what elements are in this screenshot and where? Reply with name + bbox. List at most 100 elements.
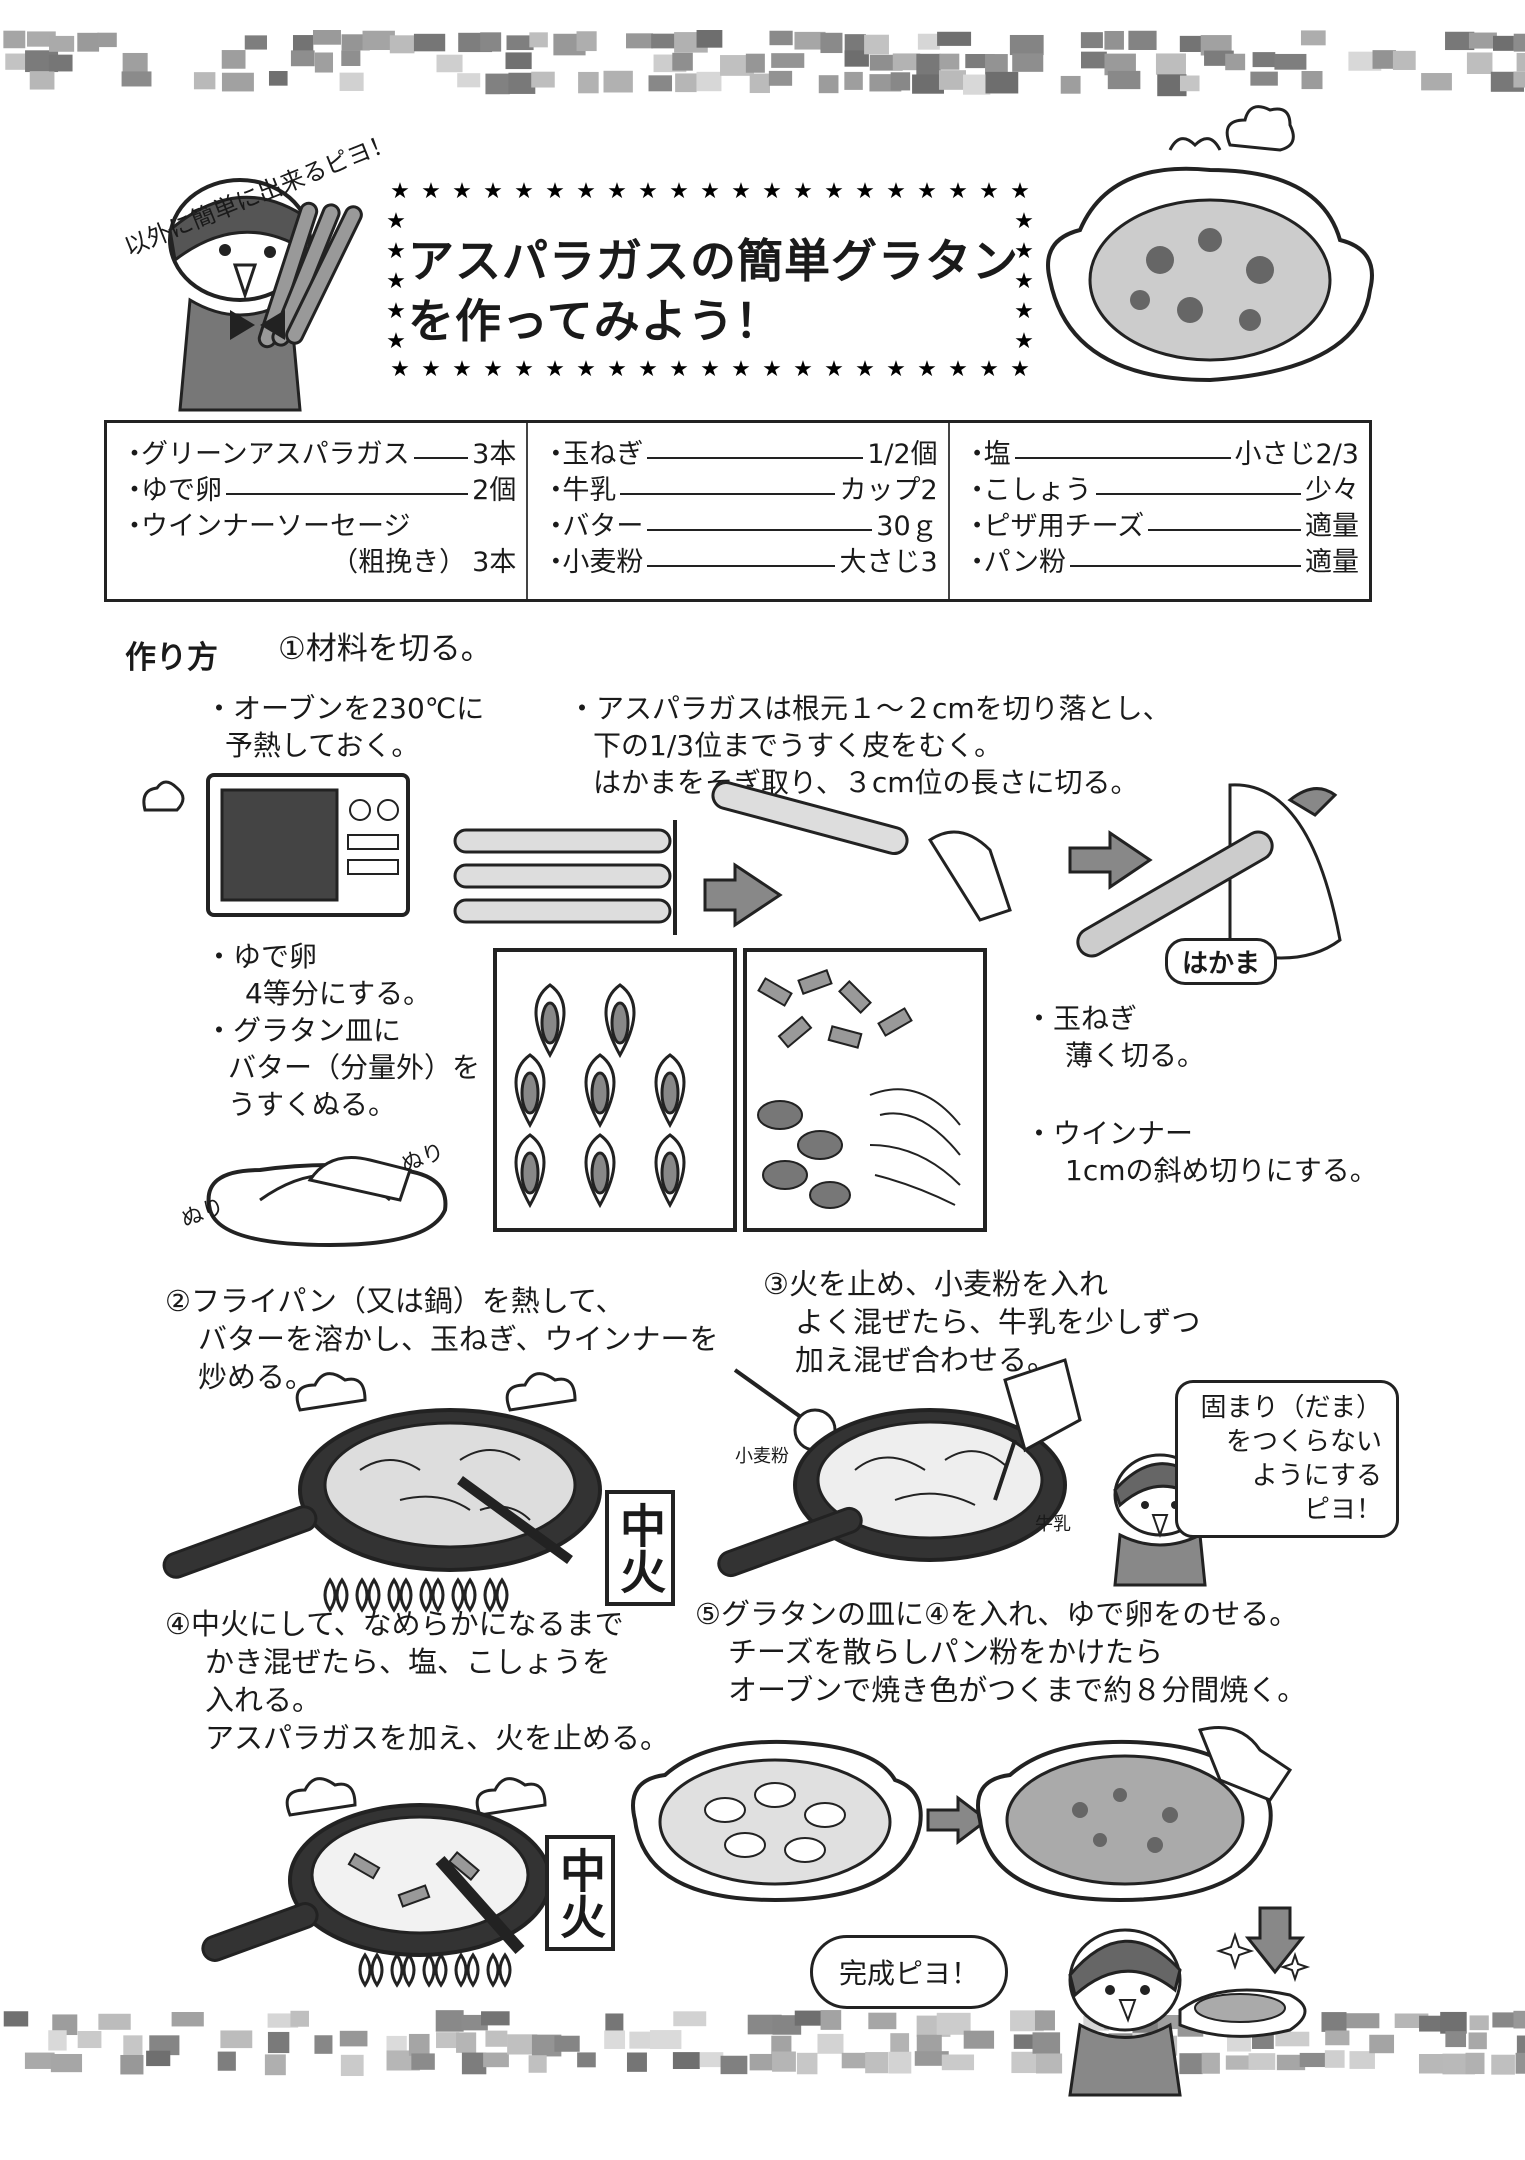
tip-line1: 固まり（だま） [1200, 1393, 1382, 1423]
heat-level-badge-step2: 中火 [605, 1490, 675, 1606]
bullet-dot: ・ [963, 547, 991, 578]
step1-heading: ①材料を切る。 [278, 631, 492, 667]
tip-line3: ようにする [1251, 1461, 1382, 1491]
asparagus-instruction-3: はかまをそぎ取り、３cm位の長さに切る。 [593, 766, 1139, 799]
svg-text:★: ★ [386, 239, 406, 264]
ingredient-name: 牛乳 [562, 475, 617, 506]
svg-text:★: ★ [948, 357, 968, 382]
step3-line3: 加え混ぜ合わせる。 [795, 1343, 1057, 1377]
svg-text:★: ★ [917, 179, 937, 204]
svg-text:★: ★ [793, 179, 813, 204]
ingredient-row: （粗挽き）3本 [121, 543, 516, 579]
svg-text:★: ★ [1014, 239, 1034, 264]
sausage-instruction-1: ・ウインナー [1025, 1117, 1194, 1150]
asparagus-instruction-1: ・アスパラガスは根元１～２cmを切り落とし、 [568, 692, 1171, 725]
sparkle-icons [1215, 1931, 1311, 1983]
step5-line2: チーズを散らしパン粉をかけたら [728, 1635, 1164, 1669]
ingredient-amount: 3本 [472, 547, 517, 578]
ingredient-amount: 適量 [1304, 547, 1359, 578]
ingredient-name: 小麦粉 [562, 547, 644, 578]
step4-line2: かき混ぜたら、塩、こしょうを [205, 1645, 612, 1679]
vegetable-tray-illustration [743, 948, 987, 1232]
egg-tray-illustration [493, 948, 737, 1232]
ingredient-name: ウインナーソーセージ [141, 511, 411, 542]
svg-text:★: ★ [1014, 269, 1034, 294]
onion-instruction-2: 薄く切る。 [1065, 1039, 1206, 1072]
svg-text:★: ★ [979, 357, 999, 382]
gratin-dish-illustration [1046, 137, 1374, 383]
hakama-label: はかま [1165, 938, 1278, 985]
done-speech-bubble: 完成ピヨ！ [810, 1935, 1009, 2009]
svg-text:★: ★ [793, 357, 813, 382]
gratin-dish-before-baking-illustration [631, 1739, 923, 1903]
ingredient-amount: 小さじ2/3 [1234, 439, 1359, 470]
svg-text:★: ★ [979, 179, 999, 204]
bullet-dot: ・ [542, 439, 570, 470]
ingredient-name: ピザ用チーズ [983, 511, 1145, 542]
egg-instruction-3: ・グラタン皿に [205, 1014, 402, 1047]
step2-line1: ②フライパン（又は鍋）を熱して、 [165, 1284, 625, 1318]
ingredient-row: ・ウインナーソーセージ [121, 507, 516, 543]
frying-pan-step4-illustration [201, 1777, 552, 1962]
svg-text:★: ★ [452, 179, 472, 204]
svg-text:★: ★ [731, 357, 751, 382]
leader-line [647, 565, 836, 567]
ingredient-amount: 適量 [1304, 511, 1359, 542]
ingredient-row: ・パン粉 適量 [964, 543, 1359, 579]
bullet-dot: ・ [963, 511, 991, 542]
ingredient-amount: 2個 [472, 475, 517, 506]
down-arrow-icon [1244, 1906, 1306, 1975]
svg-text:★: ★ [762, 179, 782, 204]
bullet-dot: ・ [542, 511, 570, 542]
heat-level-badge-step4: 中火 [545, 1835, 615, 1951]
svg-text:★: ★ [886, 179, 906, 204]
flour-label: 小麦粉 [735, 1446, 789, 1467]
onion-instruction-1: ・玉ねぎ [1025, 1002, 1138, 1035]
leader-line [1095, 493, 1301, 495]
svg-text:★: ★ [886, 357, 906, 382]
bullet-dot: ・ [963, 475, 991, 506]
svg-text:★: ★ [545, 357, 565, 382]
sausage-instruction-2: 1cmの斜め切りにする。 [1065, 1154, 1378, 1187]
egg-instruction-1: ・ゆで卵 [205, 940, 318, 973]
svg-text:★: ★ [855, 357, 875, 382]
svg-text:★: ★ [452, 357, 472, 382]
frying-pan-step3-illustration [717, 1358, 1082, 1578]
ingredient-name: パン粉 [983, 547, 1067, 578]
ingredient-amount: 大さじ3 [839, 547, 938, 578]
ingredient-amount: 30ｇ [876, 511, 938, 542]
oven-instruction-2: 予熱しておく。 [225, 729, 420, 762]
ingredient-row: ・小麦粉 大さじ3 [542, 543, 937, 579]
bullet-dot: ・ [121, 475, 148, 506]
svg-text:★: ★ [576, 179, 596, 204]
ingredient-note: （粗挽き） [331, 547, 467, 578]
steam-puff-icon [1225, 105, 1295, 152]
ingredient-column-3: ・塩小さじ2/3・こしょう少々・ピザ用チーズ適量・パン粉適量 [950, 423, 1369, 599]
ingredient-name: 玉ねぎ [562, 439, 644, 470]
svg-text:★: ★ [386, 329, 406, 354]
svg-text:★: ★ [1014, 299, 1034, 324]
svg-text:★: ★ [824, 179, 844, 204]
svg-text:★: ★ [421, 179, 441, 204]
bullet-dot: ・ [121, 439, 148, 470]
asparagus-hakama-illustration [1076, 783, 1342, 960]
right-arrow-icon-step5 [926, 1794, 990, 1846]
svg-text:★: ★ [545, 179, 565, 204]
leader-line [647, 529, 873, 531]
ingredient-row: ・牛乳カップ2 [542, 471, 937, 507]
svg-text:★: ★ [421, 357, 441, 382]
step5-line1: ⑤グラタンの皿に④を入れ、ゆで卵をのせる。 [695, 1597, 1299, 1631]
leader-line [226, 493, 469, 495]
svg-text:★: ★ [638, 179, 658, 204]
egg-instruction-4: バター（分量外）を [228, 1051, 481, 1084]
svg-text:★: ★ [948, 179, 968, 204]
svg-text:★: ★ [824, 357, 844, 382]
svg-text:★: ★ [762, 357, 782, 382]
bullet-dot: ・ [542, 547, 570, 578]
step3-line2: よく混ぜたら、牛乳を少しずつ [795, 1305, 1201, 1339]
svg-text:★: ★ [669, 357, 689, 382]
